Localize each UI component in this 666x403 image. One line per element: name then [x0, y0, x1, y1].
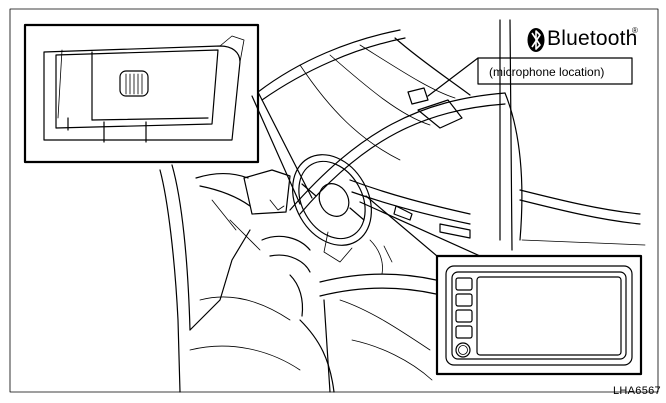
leader-lines [252, 58, 480, 256]
figure-code: LHA6567 [613, 385, 661, 397]
head-unit-button-2 [456, 294, 472, 306]
head-unit-screen [477, 277, 621, 355]
registered-mark: ® [632, 26, 638, 35]
passenger-area [520, 190, 645, 245]
left-door-area [160, 165, 310, 392]
bluetooth-rune-icon [528, 28, 545, 52]
head-unit-button-3 [456, 310, 472, 322]
head-unit-button-4 [456, 326, 472, 338]
microphone-location-label: (microphone location) [489, 65, 604, 79]
head-unit-button-1 [456, 278, 472, 290]
bluetooth-wordmark: Bluetooth [547, 27, 638, 51]
head-unit-inset [437, 256, 641, 374]
steering-wheel [277, 140, 387, 262]
microphone-housing [408, 88, 428, 104]
steering-hub [313, 178, 354, 221]
dashboard [190, 180, 470, 392]
switch-inset [25, 25, 258, 162]
